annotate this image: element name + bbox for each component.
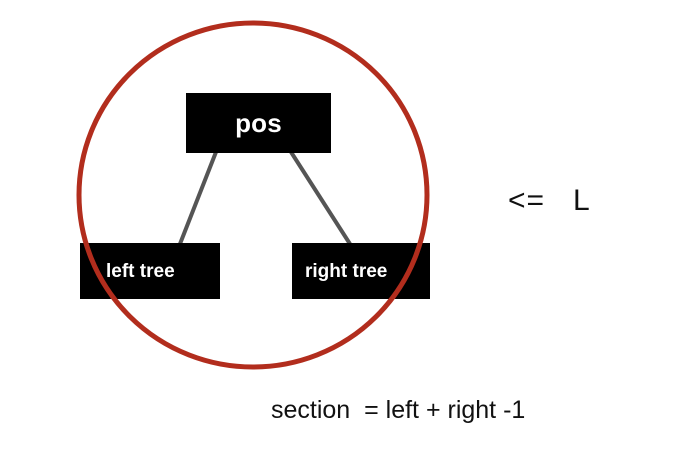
annotation-comparison: <= L	[508, 184, 591, 217]
node-pos: pos	[186, 93, 331, 153]
node-left-tree-label: left tree	[106, 260, 175, 282]
edge-pos-to-right-tree	[289, 150, 352, 246]
annotation-formula: section = left + right -1	[271, 396, 526, 424]
node-left-tree: left tree	[80, 243, 220, 299]
node-pos-label: pos	[235, 108, 282, 138]
section-highlight-circle	[76, 20, 430, 370]
node-right-tree: right tree	[292, 243, 430, 299]
edge-pos-to-left-tree	[176, 151, 218, 250]
node-right-tree-label: right tree	[305, 260, 388, 282]
